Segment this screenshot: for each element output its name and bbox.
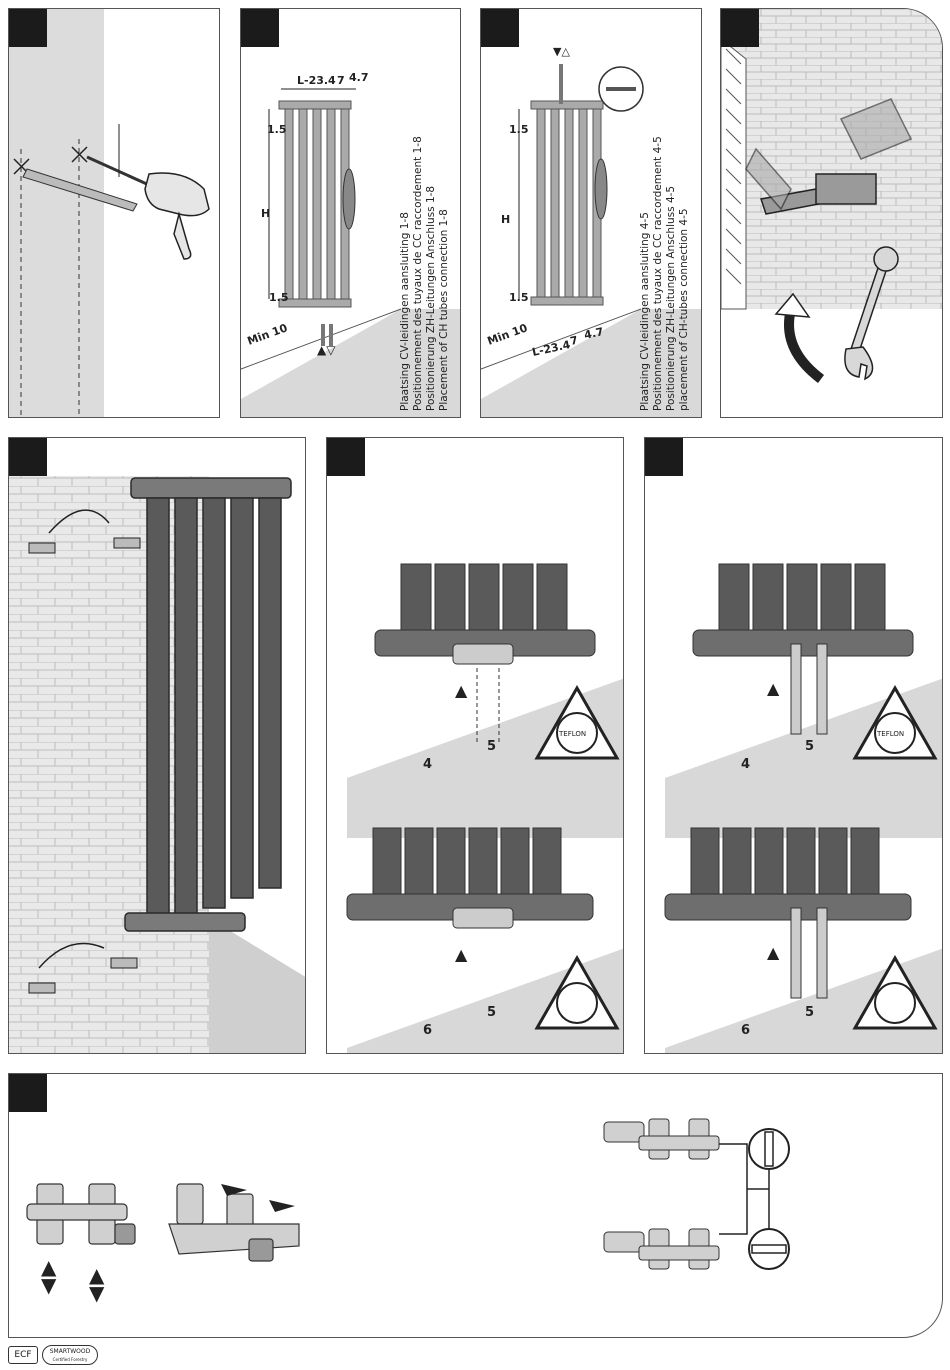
dim-upper-right: 5 <box>805 739 814 754</box>
straight-valve-icon <box>26 1183 136 1245</box>
step-number-box <box>721 9 759 47</box>
dim-lower-left: 6 <box>423 1023 432 1038</box>
flow-arrows-icon: ▲▽ <box>317 343 336 357</box>
drilling-illustration <box>9 9 210 417</box>
caption-line: Positionierung ZH-Leitungen Anschluss 1-… <box>425 185 437 411</box>
step-number-box <box>241 9 279 47</box>
adjust-arrow-right-icon: ▲ <box>89 1263 105 1287</box>
supply-arrow-icon: ▲ <box>455 681 468 700</box>
caption-line: Positionnement des tuyaux de CC raccorde… <box>412 136 424 411</box>
dim-top-a: L-23.4 <box>297 74 336 87</box>
valve-open-icon <box>603 1118 720 1160</box>
step-panel-7: ▲ 4 5 TEFLON ▲ 6 5 <box>644 437 943 1054</box>
hanging-radiator-illustration <box>9 476 305 1053</box>
step-panel-1 <box>8 8 220 418</box>
teflon-label: TEFLON <box>876 730 904 738</box>
step-panel-3: 1.5 H 1.5 Min 10 L-23.4 7 4.7 ▼△ Plaatsi… <box>480 8 702 418</box>
screw-horizontal-icon <box>748 1228 790 1270</box>
step-panel-8: ▲ ▼ ▲ ▼ <box>8 1073 943 1338</box>
caption-line: Plaatsing CV-leidingen aansluiting 4-5 <box>639 212 651 411</box>
dim-min: Min 10 <box>246 321 290 348</box>
dim-bottom-gap: 1.5 <box>509 291 529 304</box>
dim-upper-left: 4 <box>741 757 750 772</box>
radiator-outline <box>278 100 352 308</box>
dim-upper-right: 5 <box>487 739 496 754</box>
caption-line: placement of CH-tubes connection 4-5 <box>678 208 690 411</box>
step-number-box <box>645 438 683 476</box>
dim-lower-right: 5 <box>805 1005 814 1020</box>
dim-top-gap: 1.5 <box>267 123 287 136</box>
connection-4-5-diagram: 1.5 H 1.5 Min 10 L-23.4 7 4.7 ▼△ <box>481 45 701 417</box>
smartwood-logo: SMARTWOOD Certified Forestry <box>42 1345 98 1365</box>
caption-line: Placement of CH tubes connection 1-8 <box>438 209 450 411</box>
valve-closed-icon <box>603 1228 720 1270</box>
dim-bot-c: 4.7 <box>583 325 605 342</box>
bracket-mounting-illustration <box>721 9 942 383</box>
level-bar <box>22 168 138 212</box>
svg-text:▲: ▲ <box>455 945 468 964</box>
bracket-top-right-icon <box>113 537 141 549</box>
dim-top-c: 4.7 <box>349 71 369 84</box>
smartwood-logo-subtext: Certified Forestry <box>52 1357 88 1362</box>
dim-bot-b: 7 <box>569 334 579 348</box>
dim-top-b: 7 <box>337 74 345 87</box>
dim-min: Min 10 <box>486 321 530 348</box>
caption-connection-4-5: Plaatsing CV-leidingen aansluiting 4-5 P… <box>639 136 691 411</box>
valve-tubes-diagram: ▲ 4 5 TEFLON ▲ 6 5 <box>664 563 942 1053</box>
svg-text:▲: ▲ <box>767 943 780 962</box>
step-number-box <box>9 438 47 476</box>
connection-1-8-diagram: L-23.4 7 4.7 1.5 H 1.5 Min 10 ▲▽ <box>241 71 460 417</box>
bracket-bottom-left-icon <box>28 982 56 994</box>
flow-arrows-icon: ▼△ <box>553 45 570 58</box>
step-number-box <box>9 9 47 47</box>
angle-marker-icon <box>221 1184 247 1196</box>
smartwood-logo-text: SMARTWOOD <box>49 1348 91 1355</box>
valve-positioning-diagram: ▲ 4 5 TEFLON ▲ 6 5 <box>346 563 623 1053</box>
teflon-label: TEFLON <box>558 730 586 738</box>
dim-upper-left: 4 <box>423 757 432 772</box>
screw-vertical-icon <box>748 1128 790 1170</box>
dim-lower-right: 5 <box>487 1005 496 1020</box>
adjust-arrow-right-down-icon: ▼ <box>89 1281 105 1305</box>
rotation-arrow-icon <box>784 307 825 383</box>
angled-valve-icon <box>168 1183 300 1262</box>
caption-line: Positionnement des tuyaux de CC raccorde… <box>652 136 664 411</box>
ecf-logo-text: ECF <box>14 1350 32 1360</box>
svg-text:▲: ▲ <box>767 679 780 698</box>
caption-connection-1-8: Plaatsing CV-leidingen aansluiting 1-8 P… <box>399 136 451 411</box>
ecf-logo: ECF <box>8 1346 38 1364</box>
dim-bottom-gap: 1.5 <box>269 291 289 304</box>
bracket-top-left-icon <box>28 542 56 554</box>
radiator-icon <box>124 477 292 932</box>
teflon-tape-icon: TEFLON <box>852 684 938 760</box>
dim-lower-left: 6 <box>741 1023 750 1038</box>
dim-height: H <box>261 207 270 220</box>
adjust-arrow-left-down-icon: ▼ <box>41 1273 57 1297</box>
caption-line: Positionierung ZH-Leitungen Anschluss 4-… <box>665 185 677 411</box>
drill-icon <box>86 124 210 260</box>
teflon-tape-icon: TEFLON <box>534 684 620 760</box>
dim-height: H <box>501 213 510 226</box>
bracket-icon <box>745 98 913 215</box>
step-panel-4 <box>720 8 943 418</box>
bracket-bottom-right-icon <box>110 957 138 969</box>
step-number-box <box>327 438 365 476</box>
step-panel-2: L-23.4 7 4.7 1.5 H 1.5 Min 10 ▲▽ Plaatsi… <box>240 8 461 418</box>
step-number-box <box>481 9 519 47</box>
wrench-icon <box>844 246 899 381</box>
valve-types-illustration: ▲ ▼ ▲ ▼ <box>26 1118 790 1305</box>
step-panel-6: ▲ 4 5 TEFLON ▲ 6 5 <box>326 437 624 1054</box>
caption-line: Plaatsing CV-leidingen aansluiting 1-8 <box>399 212 411 411</box>
dim-top-gap: 1.5 <box>509 123 529 136</box>
step-panel-5 <box>8 437 306 1054</box>
step-number-box <box>9 1074 47 1112</box>
adjust-arrow-left-icon: ▲ <box>41 1255 57 1279</box>
angle-marker-icon <box>269 1200 295 1212</box>
